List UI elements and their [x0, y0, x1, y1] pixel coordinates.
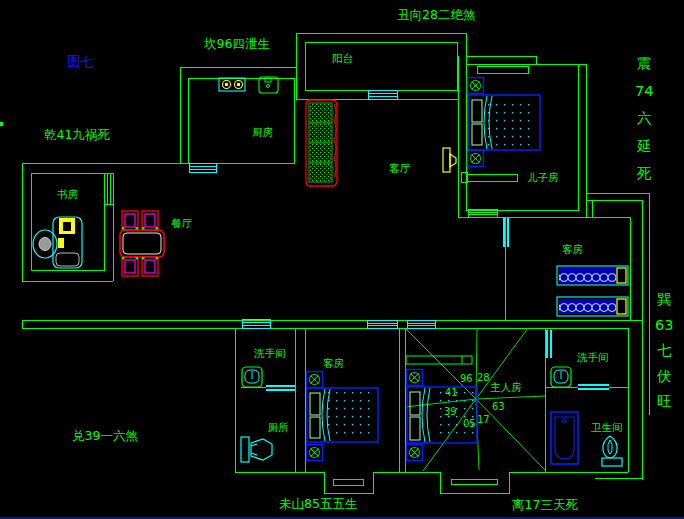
- stove: [219, 78, 245, 91]
- kitchen-sink: [259, 77, 278, 93]
- room-label-study: 书房: [57, 189, 78, 200]
- room-label-kitchen: 厨房: [252, 127, 273, 138]
- son-nightstand-1: [468, 78, 484, 94]
- room-label-dining: 餐厅: [171, 218, 192, 229]
- annotation-top-center: 丑向28二绝煞: [397, 9, 475, 22]
- bathroom-door: [578, 385, 609, 389]
- dining-table: [120, 230, 164, 257]
- room-label-toilet: 厕所: [268, 422, 289, 433]
- study-window: [104, 173, 113, 204]
- compass-number: 96: [460, 374, 473, 384]
- balcony-window: [368, 90, 397, 99]
- master-nightstand-1: [407, 370, 423, 386]
- annotation-bottom-left: 未山85五五生: [279, 498, 357, 511]
- bathtub: [551, 412, 578, 464]
- toilet-door: [266, 386, 295, 390]
- room-label-son: 儿子房: [527, 172, 559, 183]
- annotation-right-lower: 巽 63 七 伏 旺: [655, 292, 673, 409]
- compass-number: 05: [463, 419, 476, 429]
- master-bed: [407, 387, 477, 443]
- guest-upper-door: [504, 218, 508, 247]
- dining-chairs: [122, 211, 158, 276]
- master-wardrobe: [406, 356, 472, 364]
- washroom-left-sink: [242, 367, 262, 387]
- guest-lower-nightstand-2: [307, 445, 323, 461]
- guest-lower-bed: [307, 388, 378, 442]
- corridor-window-3: [407, 320, 435, 328]
- figure-label: 图七: [67, 55, 94, 69]
- room-label-bathroom: 卫生间: [591, 422, 623, 433]
- annotation-lower-left: 兑39一六煞: [72, 430, 138, 443]
- son-bed: [468, 95, 540, 150]
- master-nightstand-2: [407, 445, 423, 461]
- son-nightstand-2: [468, 151, 484, 167]
- washroom-right-sink: [551, 367, 571, 387]
- compass-number: 39: [444, 407, 457, 417]
- room-label-guest-upper: 客房: [562, 244, 583, 255]
- toilet-fixture: [241, 437, 272, 462]
- corridor-window-2: [367, 320, 397, 328]
- annotation-right-upper: 震 74 六 延 死: [635, 56, 653, 181]
- room-label-master: 主人房: [490, 382, 522, 393]
- edge-mark: [0, 122, 3, 126]
- tv: [443, 148, 456, 172]
- room-label-washroom-right: 洗手间: [577, 352, 609, 363]
- room-label-living: 客厅: [389, 163, 410, 174]
- room-label-washroom-left: 洗手间: [254, 348, 286, 359]
- sofa: [306, 100, 337, 186]
- green-windows: [104, 173, 497, 217]
- washroom-right-door: [547, 330, 551, 358]
- compass-number: 41: [445, 388, 458, 398]
- guest-upper-beds: [557, 266, 628, 316]
- toilet-right-fixture: [602, 436, 622, 466]
- kitchen-window: [189, 163, 216, 172]
- annotation-bottom-right: 离17三天死: [512, 499, 578, 512]
- annotation-left: 乾41九祸死: [44, 129, 110, 142]
- guest-lower-nightstand-1: [307, 372, 323, 388]
- compass-number: 28: [477, 373, 490, 383]
- compass-number: 63: [492, 402, 505, 412]
- room-label-guest-lower: 客房: [323, 358, 344, 369]
- compass-number: 17: [477, 415, 490, 425]
- annotation-upper-left: 坎96四泄生: [204, 38, 270, 51]
- room-label-balcony: 阳台: [332, 53, 353, 64]
